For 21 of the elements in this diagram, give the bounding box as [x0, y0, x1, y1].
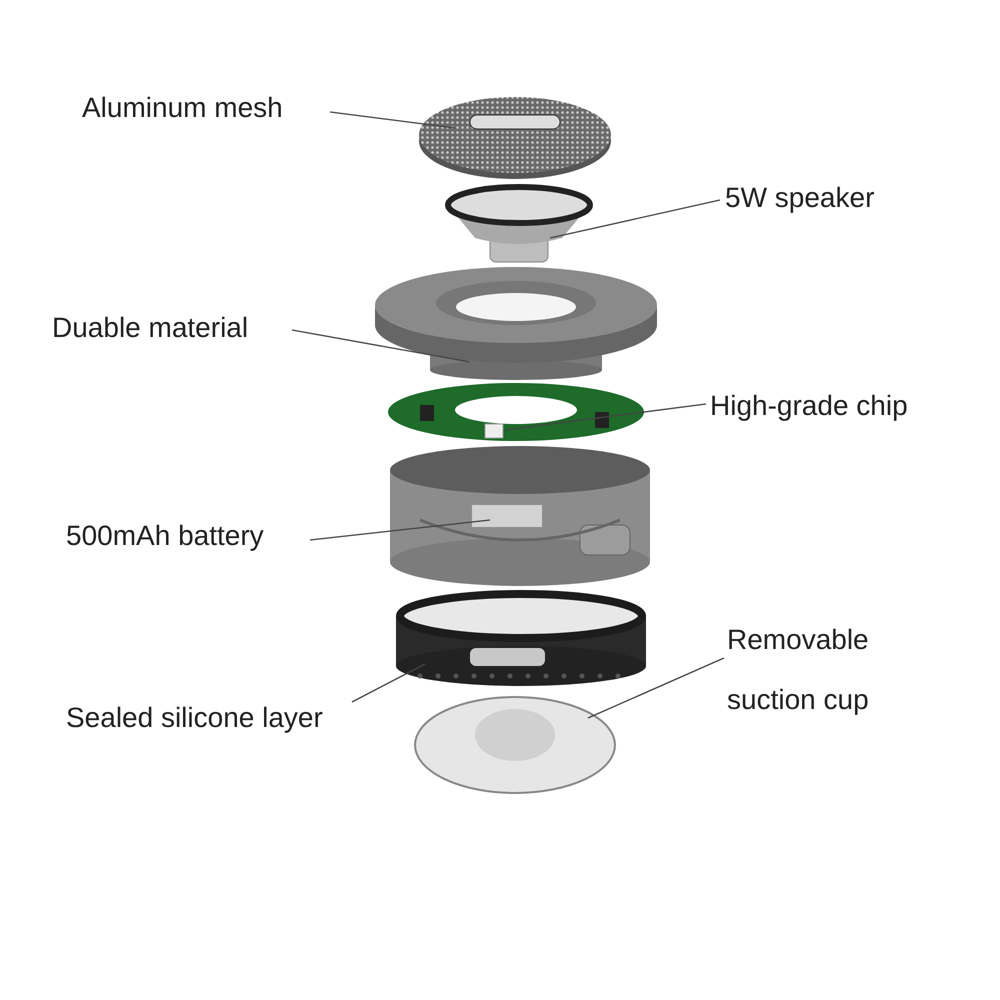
leader-line	[310, 519, 490, 541]
suction-cup-drawing	[414, 696, 616, 794]
part-label: 500mAh battery	[66, 506, 264, 566]
part-label: 5W speaker	[725, 168, 874, 228]
battery-housing-drawing	[390, 446, 650, 586]
leader-line	[588, 657, 724, 719]
speaker-drawing	[445, 184, 593, 262]
part-label: Removable suction cup	[727, 610, 907, 730]
part-label: Sealed silicone layer	[66, 688, 323, 748]
aluminum-mesh-drawing	[419, 97, 611, 179]
leader-line	[550, 199, 720, 239]
part-label: High-grade chip	[710, 376, 908, 436]
circuit-board-drawing	[388, 383, 644, 441]
leader-line	[504, 403, 706, 431]
part-label: Aluminum mesh	[82, 78, 283, 138]
leader-line	[330, 111, 456, 129]
silicone-band-drawing	[396, 590, 646, 686]
leader-line	[352, 663, 426, 703]
leader-line	[292, 329, 470, 363]
housing-ring-drawing	[375, 267, 657, 380]
part-label: Duable material	[52, 298, 248, 358]
